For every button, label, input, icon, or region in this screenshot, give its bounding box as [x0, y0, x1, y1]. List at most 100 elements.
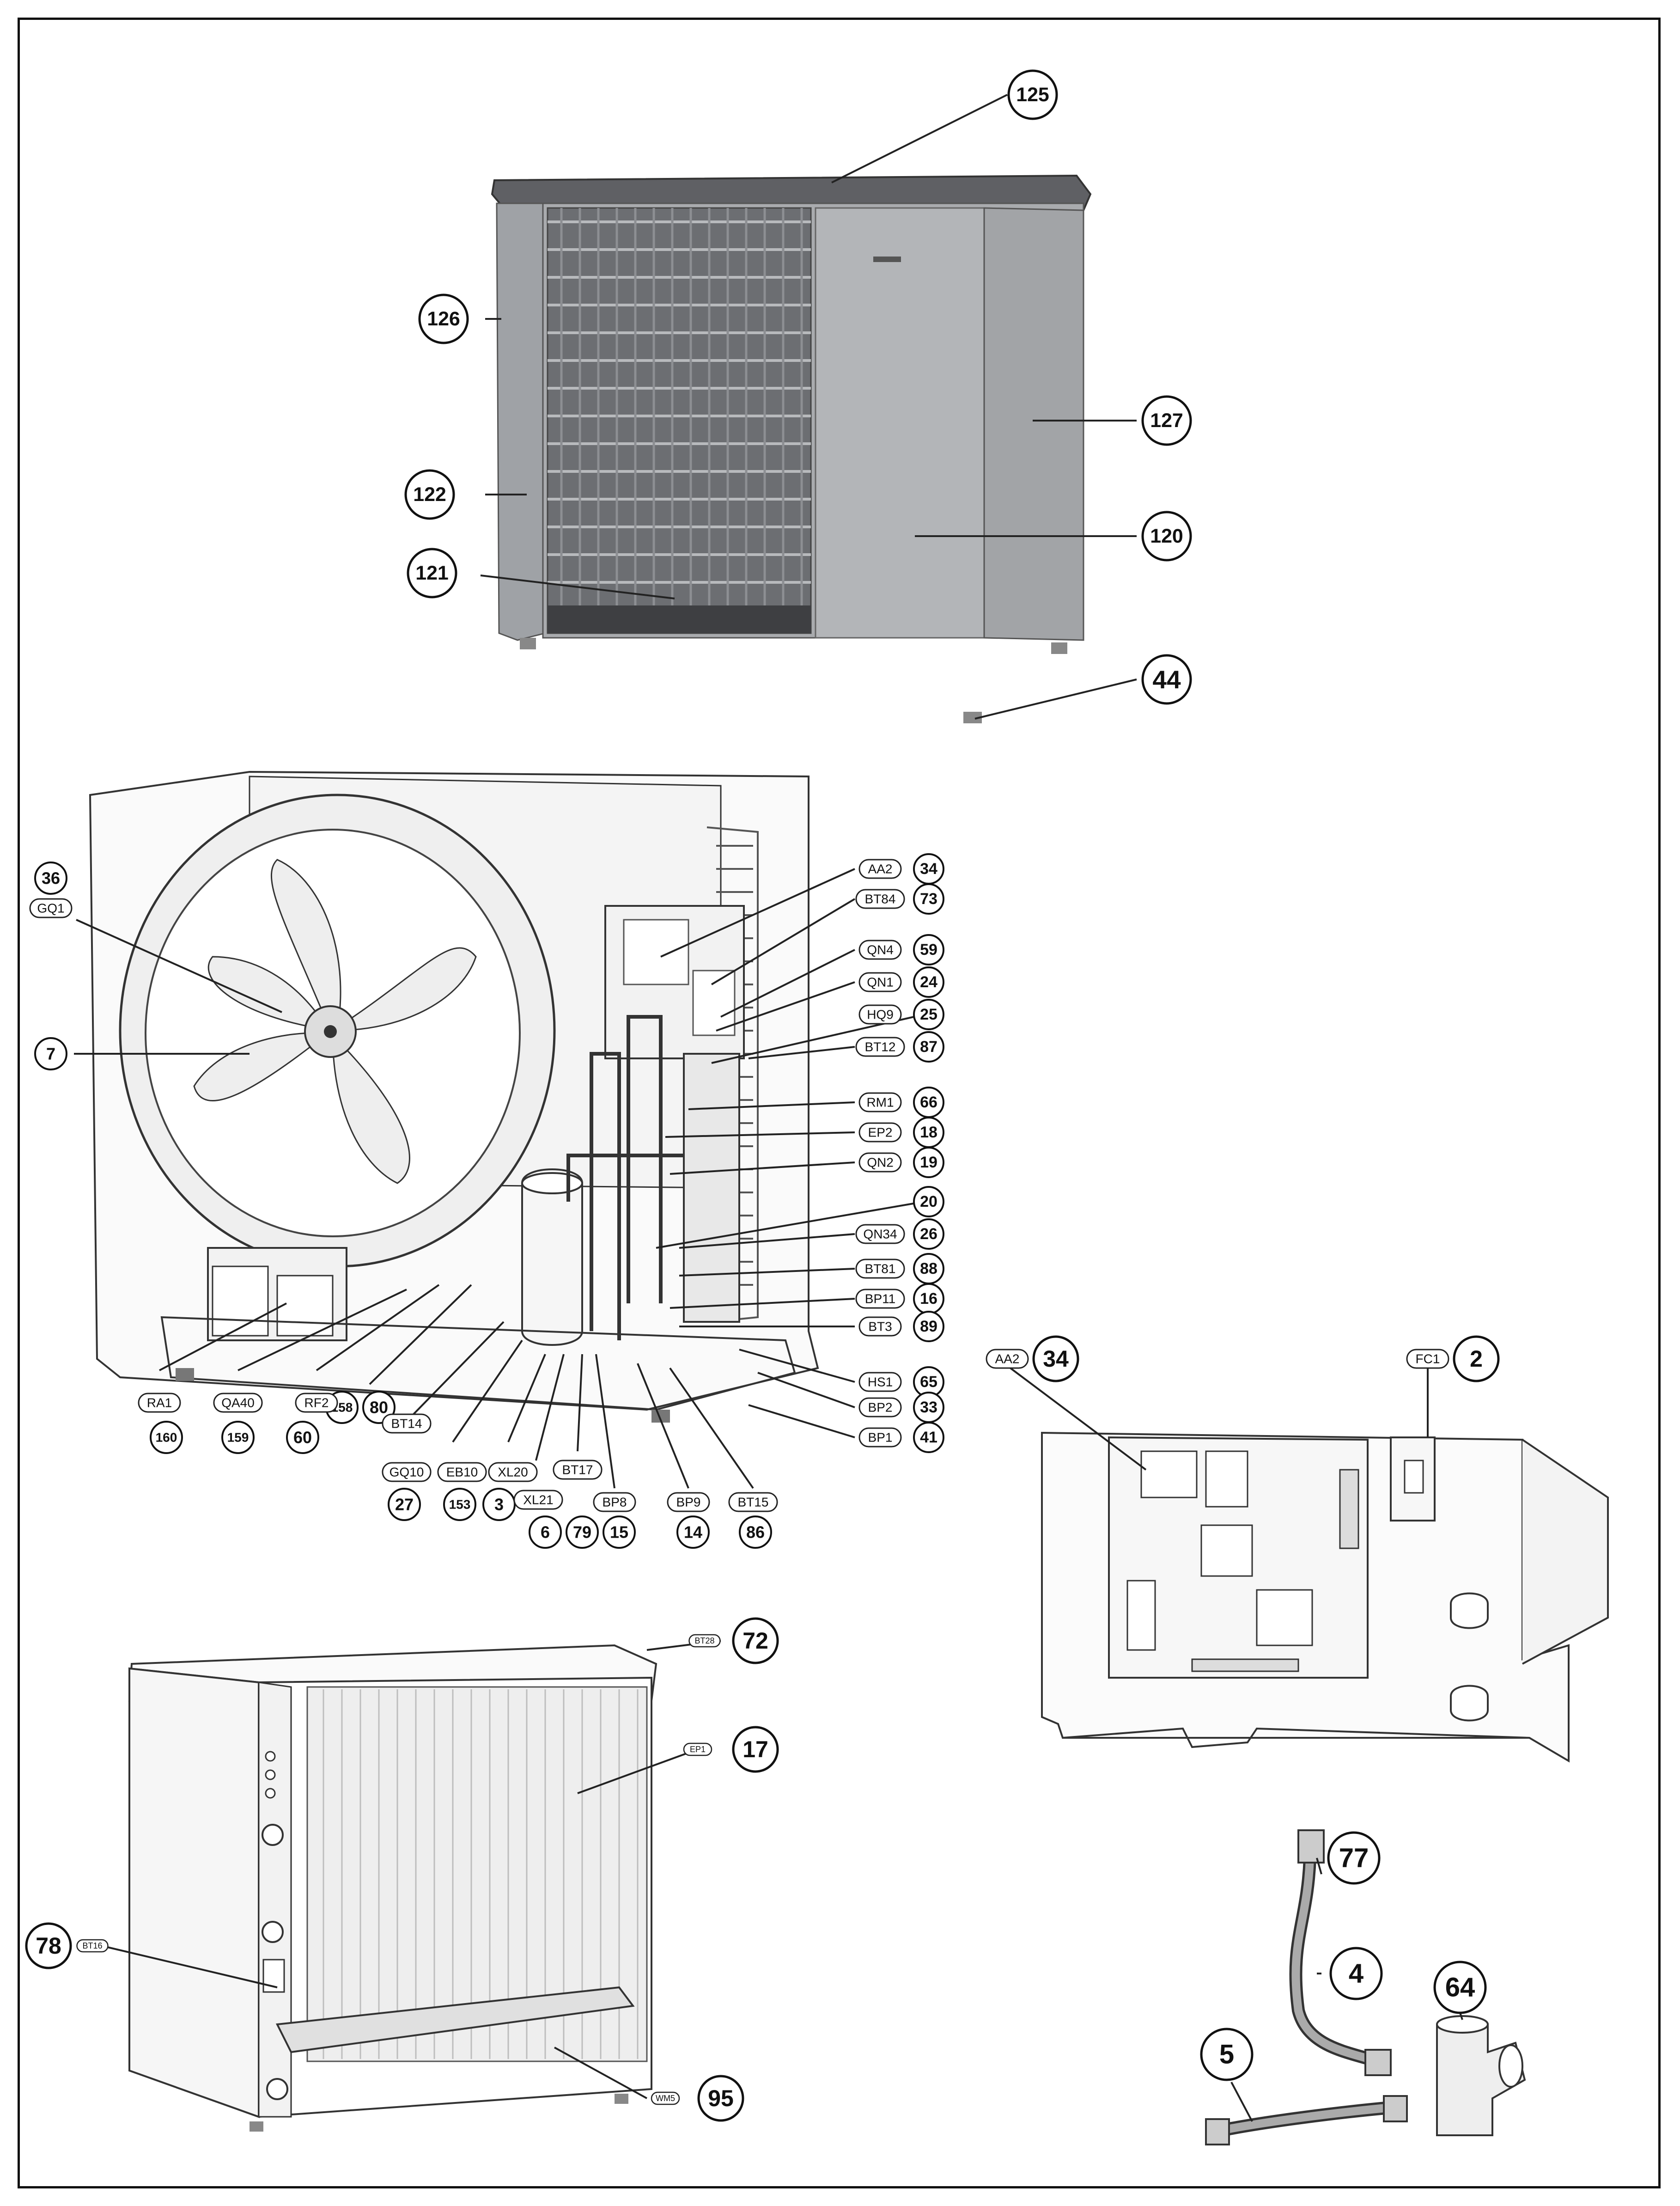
callout-middle_right-19: 19 [913, 1147, 944, 1178]
tag-pill [667, 1492, 710, 1512]
tag-pill [858, 1122, 902, 1143]
callout-number: 44 [1152, 665, 1181, 694]
callout-middle_right-16: 16 [913, 1283, 944, 1314]
tag-middle-EP2: EP2 [858, 1122, 902, 1143]
tag-middle-BT17: BT17 [553, 1460, 603, 1480]
tag-label: XL21 [523, 1493, 553, 1507]
callout-fittings-4: 4 [1329, 1947, 1383, 2000]
tag-label: GQ1 [37, 901, 64, 916]
tag-pill [858, 1004, 902, 1025]
tag-pill [138, 1393, 181, 1413]
callout-number: 24 [920, 973, 937, 991]
callout-top-127: 127 [1141, 395, 1192, 446]
callout-number: 18 [920, 1124, 937, 1141]
callout-number: 159 [227, 1430, 249, 1445]
tag-pill [513, 1490, 563, 1510]
callout-number: 6 [541, 1523, 550, 1542]
callout-number: 59 [920, 941, 937, 959]
callout-middle_left-153: 153 [443, 1488, 476, 1521]
outdoor-unit-rear [128, 1644, 657, 2132]
tag-label: BP1 [868, 1430, 893, 1445]
callout-middle_right-26: 26 [913, 1218, 944, 1250]
tag-label: BP9 [676, 1495, 701, 1509]
callout-number: 34 [920, 860, 937, 878]
callout-middle_right-66: 66 [913, 1087, 944, 1118]
callout-circle [913, 883, 944, 915]
tag-pill [858, 972, 902, 992]
callout-number: 3 [494, 1495, 504, 1514]
tag-middle-BP11: BP11 [855, 1289, 905, 1309]
tag-pill [688, 1634, 721, 1648]
tag-label: BT17 [562, 1463, 593, 1477]
tag-label: RF2 [304, 1396, 329, 1410]
callout-middle_right-25: 25 [913, 999, 944, 1030]
callout-circle [34, 862, 67, 895]
callout-middle_left-6: 6 [529, 1515, 562, 1549]
tag-pill [553, 1460, 603, 1480]
callout-number: 66 [920, 1094, 937, 1111]
callout-circle [566, 1515, 599, 1549]
tag-pill [488, 1462, 538, 1482]
callout-circle [1032, 1335, 1079, 1382]
callout-circle [676, 1515, 710, 1549]
tag-rear-BT28: BT28 [688, 1634, 721, 1648]
callout-middle_right-89: 89 [913, 1311, 944, 1342]
callout-circle [603, 1515, 636, 1549]
tag-label: XL20 [498, 1465, 528, 1479]
callout-middle_left-3: 3 [482, 1488, 516, 1521]
tag-label: HS1 [868, 1375, 893, 1389]
callout-number: 27 [395, 1495, 414, 1514]
tag-middle-EB10: EB10 [437, 1462, 487, 1482]
callout-number: 33 [920, 1399, 937, 1416]
callout-circle [1141, 654, 1192, 705]
callout-number: 72 [743, 1628, 768, 1654]
callout-middle_right-88: 88 [913, 1253, 944, 1284]
callout-middle_left-79: 79 [566, 1515, 599, 1549]
callout-middle_right-87: 87 [913, 1031, 944, 1063]
callout-circle [913, 999, 944, 1030]
callout-number: 36 [42, 869, 60, 888]
callout-top-44: 44 [1141, 654, 1192, 705]
tag-middle-BP9: BP9 [667, 1492, 710, 1512]
fittings [1205, 1829, 1526, 2145]
tag-label: QN2 [867, 1155, 894, 1170]
callout-number: 7 [46, 1045, 55, 1063]
callout-circle [913, 966, 944, 998]
callout-number: 160 [156, 1430, 177, 1445]
callout-number: 19 [920, 1154, 937, 1171]
tag-label: BP2 [868, 1400, 893, 1415]
callout-circle [286, 1421, 319, 1454]
tag-pill [858, 1092, 902, 1112]
callout-circle [388, 1488, 421, 1521]
callout-top-125: 125 [1007, 69, 1058, 120]
tag-pill [295, 1393, 338, 1413]
callout-middle_left-60: 60 [286, 1421, 319, 1454]
tag-pill [29, 898, 73, 918]
outdoor-unit-interior [89, 770, 819, 1423]
callout-number: 120 [1150, 525, 1183, 547]
callout-middle_right-73: 73 [913, 883, 944, 915]
tag-middle-RA1: RA1 [138, 1393, 181, 1413]
callout-circle [913, 1186, 944, 1217]
tag-label: EB10 [446, 1465, 478, 1479]
callout-middle_left-86: 86 [739, 1515, 772, 1549]
tag-pill [858, 1427, 902, 1448]
tag-rear-BT16: BT16 [76, 1939, 109, 1953]
callout-rear-17: 17 [732, 1726, 779, 1773]
callout-middle_right-24: 24 [913, 966, 944, 998]
tag-label: QA40 [221, 1396, 255, 1410]
callout-circle [25, 1922, 72, 1969]
callout-number: 17 [743, 1736, 768, 1762]
tag-label: BT15 [738, 1495, 769, 1509]
tag-rear-WM5: WM5 [651, 2091, 680, 2105]
callout-number: 26 [920, 1225, 937, 1243]
callout-number: 4 [1349, 1959, 1363, 1989]
callout-circle [1453, 1335, 1500, 1382]
callout-top-126: 126 [418, 293, 469, 344]
tag-middle-BT81: BT81 [855, 1259, 905, 1279]
tag-pill [858, 1397, 902, 1418]
tag-middle-XL20: XL20 [488, 1462, 538, 1482]
tag-label: QN34 [863, 1227, 897, 1241]
callout-number: 89 [920, 1318, 937, 1335]
outdoor-unit-exterior [491, 174, 1092, 723]
